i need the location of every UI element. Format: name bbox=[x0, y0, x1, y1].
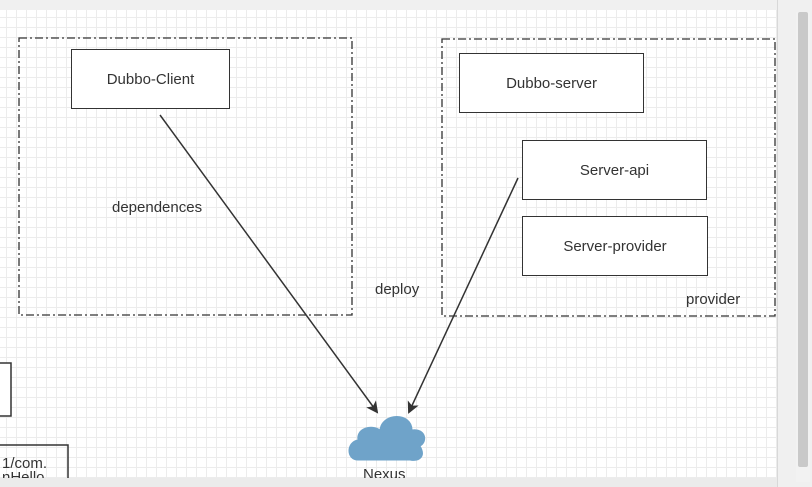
server-provider-label: Server-provider bbox=[563, 237, 667, 255]
dubbo-client-node[interactable]: Dubbo-Client bbox=[71, 49, 230, 109]
server-api-label: Server-api bbox=[579, 161, 650, 179]
server-api-to-nexus-arrow[interactable] bbox=[407, 177, 519, 414]
provider-group-boundary bbox=[441, 38, 776, 317]
cloud-icon[interactable] bbox=[348, 416, 426, 461]
dubbo-client-label: Dubbo-Client bbox=[106, 70, 195, 88]
deploy-label: deploy bbox=[375, 281, 420, 298]
top-toolbar-strip bbox=[0, 0, 777, 10]
provider-group-label: provider bbox=[686, 291, 741, 308]
server-provider-node[interactable]: Server-provider bbox=[522, 216, 708, 276]
client-to-nexus-arrow[interactable] bbox=[159, 114, 379, 414]
partial-node-text-line1: 1/com. bbox=[2, 455, 48, 472]
grid-background bbox=[0, 10, 777, 478]
server-api-node[interactable]: Server-api bbox=[522, 140, 707, 200]
dubbo-server-node[interactable]: Dubbo-server bbox=[459, 53, 644, 113]
bottom-strip bbox=[0, 478, 777, 487]
vertical-scrollbar-thumb[interactable] bbox=[798, 12, 808, 467]
dubbo-server-label: Dubbo-server bbox=[506, 74, 597, 92]
client-group-boundary bbox=[18, 37, 353, 316]
dependences-label: dependences bbox=[112, 199, 203, 216]
partial-left-node-upper bbox=[0, 362, 12, 417]
partial-left-node-lower bbox=[0, 444, 69, 480]
